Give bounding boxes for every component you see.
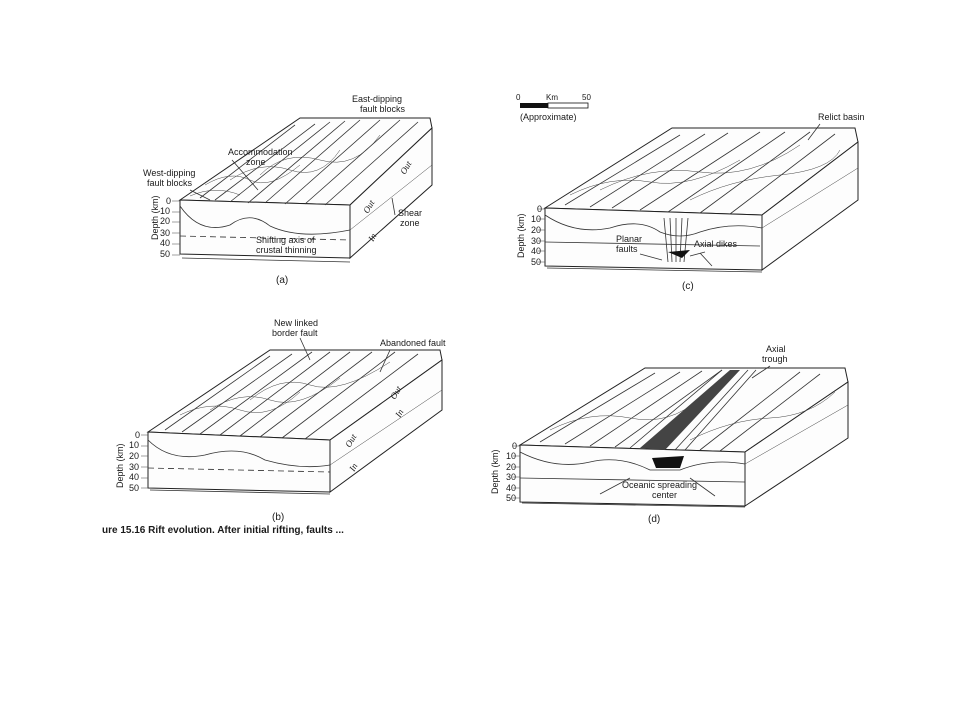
panel-d-depth-axis: Depth (km) 0 10 20 30 40 50 [490, 441, 520, 503]
panel-a: Depth (km) 0 10 20 30 40 50 East-dipping… [143, 94, 433, 286]
panel-a-label-east-dipping-1: East-dipping [352, 94, 402, 104]
panel-c-fault-blocks [564, 131, 841, 215]
depth-tick: 20 [506, 462, 516, 472]
panel-b-depth-axis: Depth (km) 0 10 20 30 40 50 [115, 430, 148, 493]
panel-d-spreading-axis [629, 369, 757, 468]
panel-b-fault-blocks [164, 351, 419, 440]
panel-a-label-west-dipping-2: fault blocks [147, 178, 193, 188]
depth-tick: 0 [166, 196, 171, 206]
depth-tick: 0 [135, 430, 140, 440]
scale-end: 50 [582, 93, 591, 102]
depth-tick: 30 [531, 236, 541, 246]
depth-tick: 20 [129, 451, 139, 461]
panel-c-letter: (c) [682, 281, 694, 292]
panel-c-label-axial-dikes: Axial dikes [694, 239, 738, 249]
panel-a-letter: (a) [276, 275, 288, 286]
panel-b-letter: (b) [272, 512, 284, 523]
panel-a-label-west-dipping-1: West-dipping [143, 168, 195, 178]
depth-tick: 30 [160, 228, 170, 238]
depth-tick: 20 [531, 225, 541, 235]
panel-c-depth-title: Depth (km) [516, 213, 526, 258]
depth-tick: 40 [129, 472, 139, 482]
panel-b-label-new-linked-2: border fault [272, 328, 318, 338]
depth-tick: 30 [129, 462, 139, 472]
panel-c-scale-bar: 0 Km 50 (Approximate) [516, 93, 591, 122]
panel-c-depth-axis: Depth (km) 0 10 20 30 40 50 [516, 204, 545, 267]
panel-a-label-east-dipping-2: fault blocks [360, 104, 406, 114]
panel-b-depth-title: Depth (km) [115, 443, 125, 488]
panel-a-label-shifting-2: crustal thinning [256, 245, 317, 255]
depth-tick: 50 [506, 493, 516, 503]
panel-a-label-shear-1: Shear [398, 208, 422, 218]
depth-tick: 40 [160, 238, 170, 248]
panel-a-label-shifting-1: Shifting axis of [256, 235, 315, 245]
depth-tick: 50 [531, 257, 541, 267]
panel-d-letter: (d) [648, 514, 660, 525]
panel-d-depth-title: Depth (km) [490, 449, 500, 494]
panel-a-label-accommodation-1: Accommodation [228, 147, 293, 157]
panel-d: Depth (km) 0 10 20 30 40 50 Axial trough… [490, 344, 849, 525]
depth-tick: 50 [160, 249, 170, 259]
panel-b-label-abandoned: Abandoned fault [380, 338, 446, 348]
depth-tick: 10 [129, 440, 139, 450]
scale-note: (Approximate) [520, 112, 577, 122]
panel-b-label-new-linked-1: New linked [274, 318, 318, 328]
panel-c-label-relict: Relict basin [818, 112, 865, 122]
panel-d-label-oceanic-2: center [652, 490, 677, 500]
panel-d-label-axial-trough-2: trough [762, 354, 788, 364]
panel-d-label-oceanic-1: Oceanic spreading [622, 480, 697, 490]
panel-d-label-axial-trough-1: Axial [766, 344, 786, 354]
panel-a-fault-blocks [189, 119, 419, 206]
panel-a-depth-title: Depth (km) [150, 195, 160, 240]
panel-a-label-shear-2: zone [400, 218, 420, 228]
depth-tick: 20 [160, 216, 170, 226]
panel-a-depth-axis: Depth (km) 0 10 20 30 40 50 [150, 195, 180, 259]
depth-tick: 40 [531, 246, 541, 256]
depth-tick: 50 [129, 483, 139, 493]
panel-c-axial-dikes [663, 217, 690, 263]
depth-tick: 30 [506, 472, 516, 482]
depth-tick: 10 [506, 451, 516, 461]
scale-start: 0 [516, 93, 521, 102]
depth-tick: 10 [531, 214, 541, 224]
figure-caption: ure 15.16 Rift evolution. After initial … [102, 525, 344, 536]
panel-a-label-accommodation-2: zone [246, 157, 266, 167]
panel-c-label-planar-2: faults [616, 244, 638, 254]
panel-c-label-planar-1: Planar [616, 234, 642, 244]
depth-tick: 10 [160, 206, 170, 216]
depth-tick: 40 [506, 483, 516, 493]
panel-c: 0 Km 50 (Approximate) [516, 93, 865, 292]
panel-b: Depth (km) 0 10 20 30 40 50 New linked b… [115, 318, 446, 523]
scale-unit: Km [546, 93, 558, 102]
panel-d-fault-blocks [539, 369, 836, 452]
